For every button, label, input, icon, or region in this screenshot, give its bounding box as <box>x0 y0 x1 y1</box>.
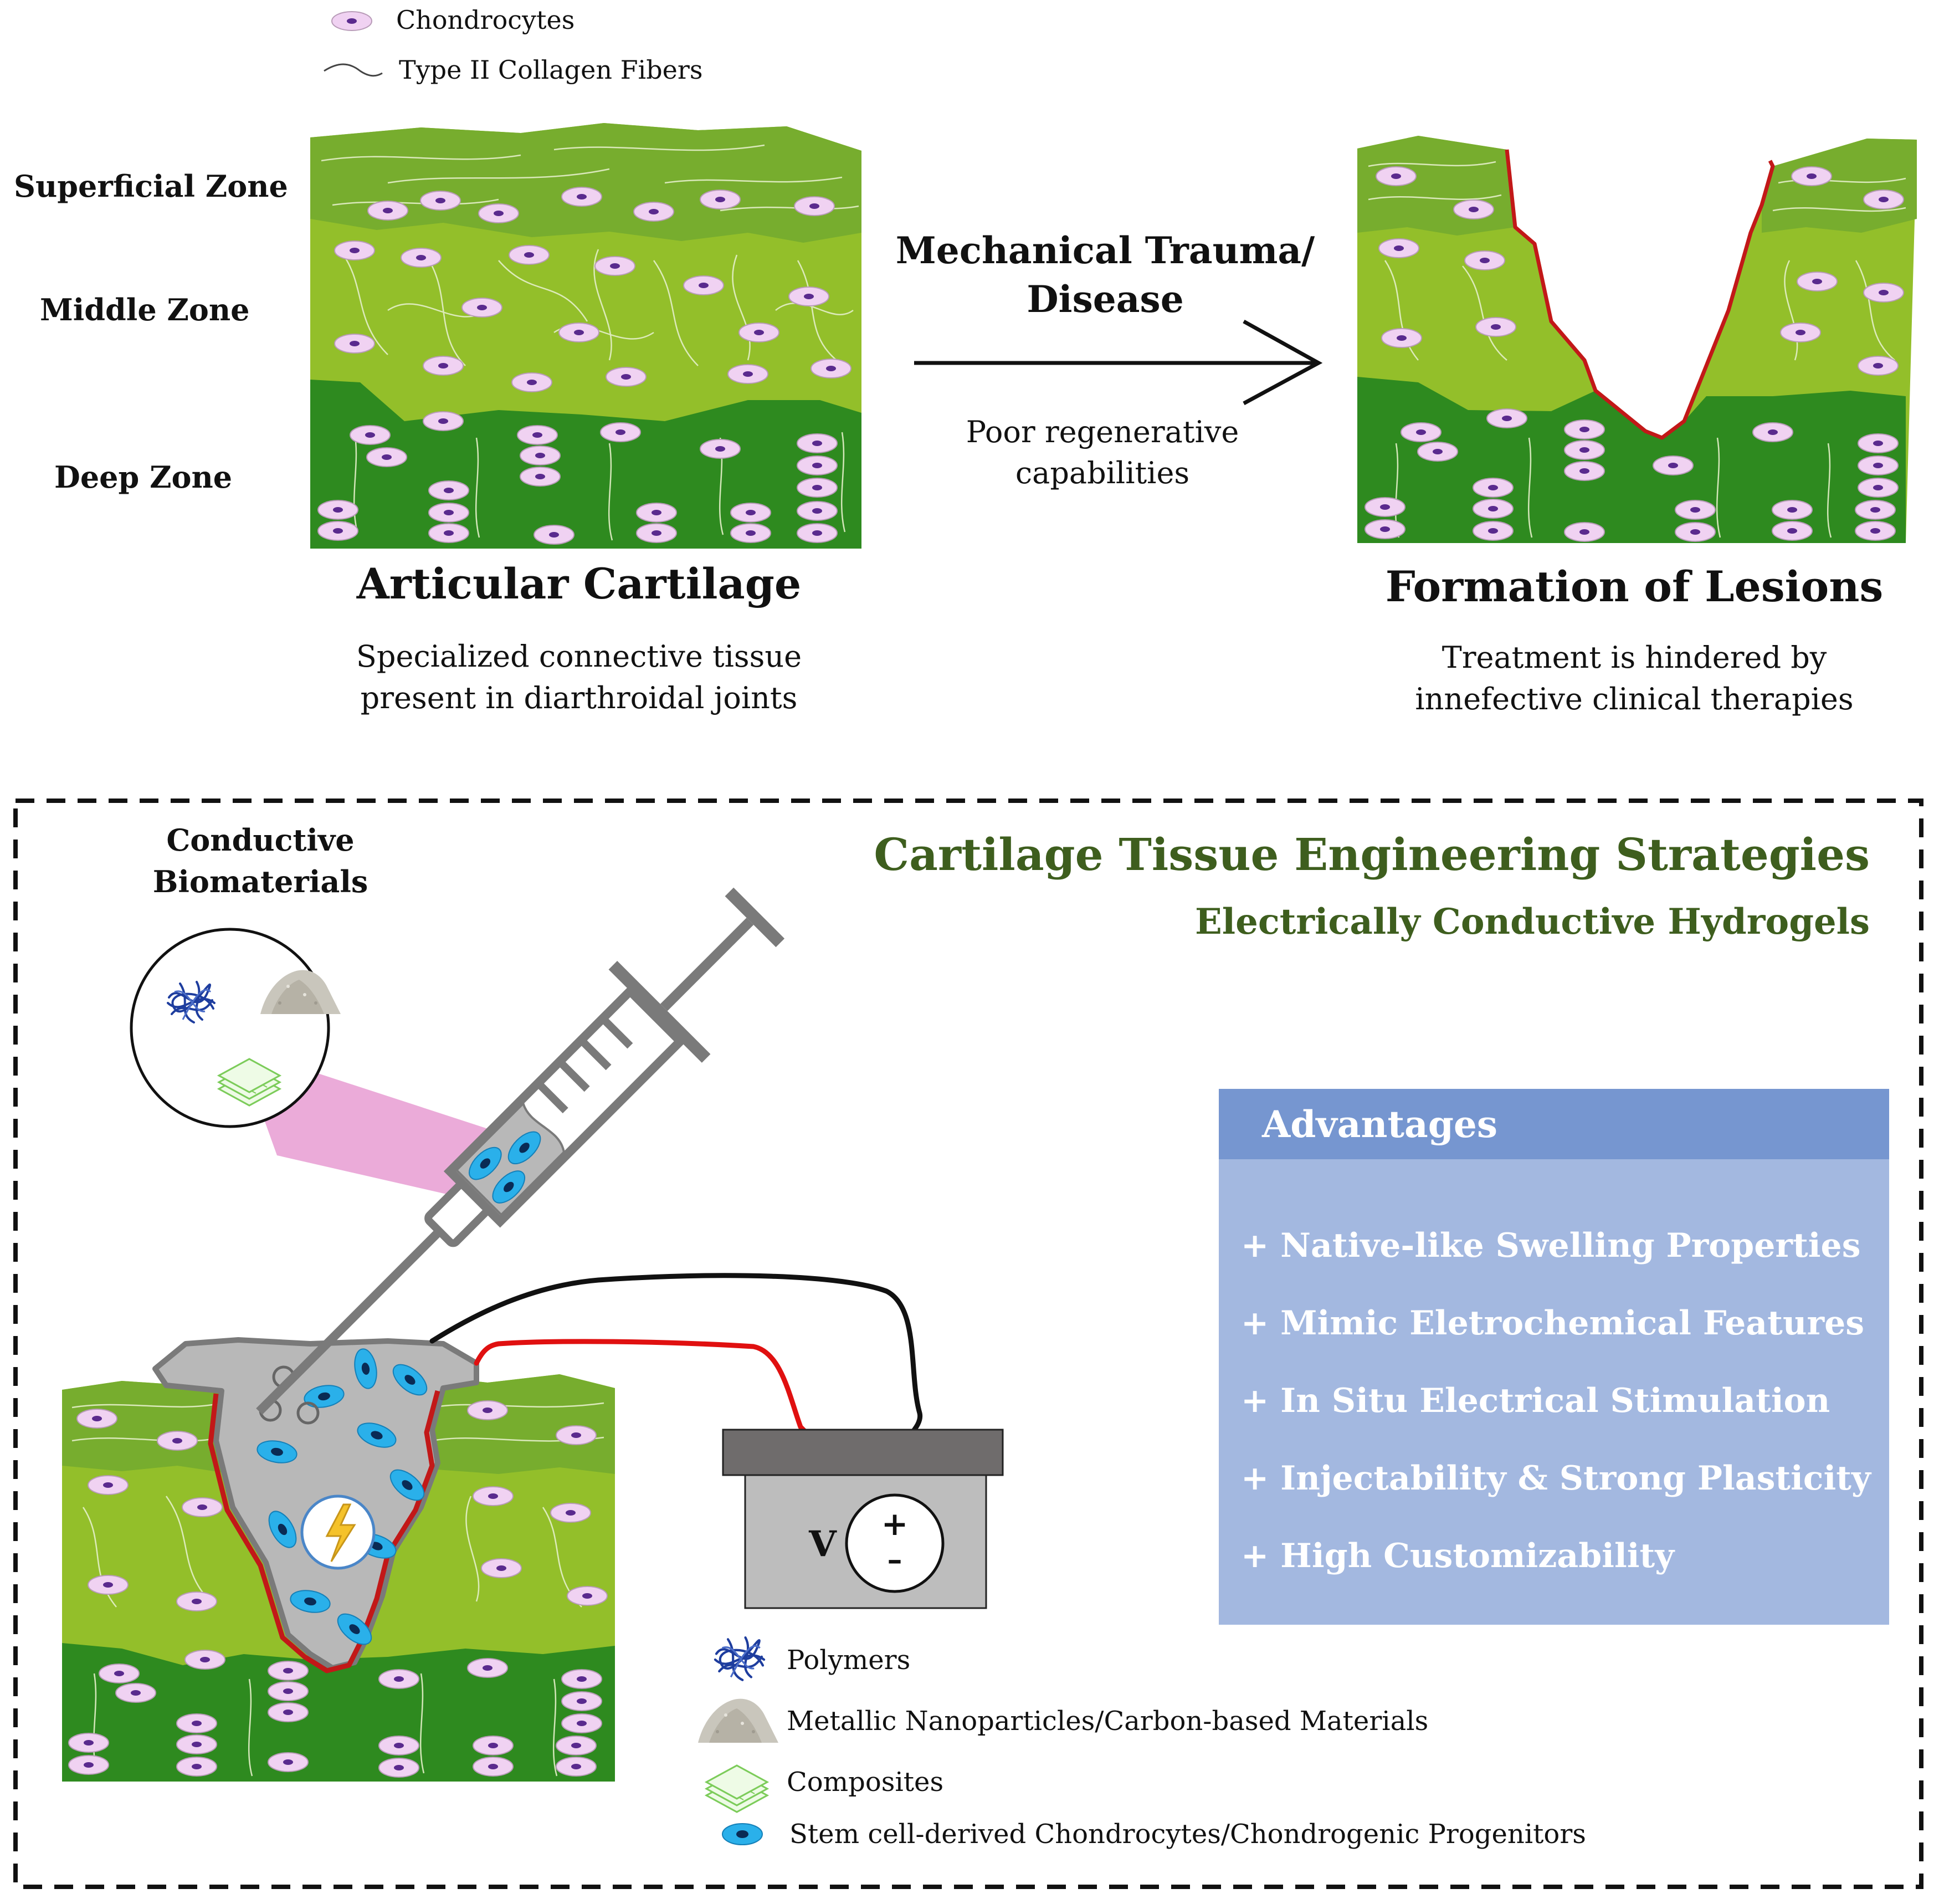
arrow-label-line1: Mechanical Trauma/ <box>896 229 1315 272</box>
syringe-plunger-head <box>725 887 785 948</box>
polymer-legend-icon <box>715 1637 764 1680</box>
battery-top <box>722 1429 1004 1476</box>
lesion-superficial-right <box>1762 139 1917 233</box>
red-wire <box>474 1339 812 1438</box>
conductive-label-line2: Biomaterials <box>153 864 368 899</box>
top-legend: Chondrocytes Type II Collagen Fibers <box>324 5 702 85</box>
battery-voltage-label: V <box>808 1523 837 1565</box>
syringe-plunger-rod <box>660 918 754 1011</box>
battery: + – V <box>722 1429 1004 1609</box>
arrow-label-line2: Disease <box>1027 278 1183 321</box>
lesion-desc-line2: innefective clinical therapies <box>1415 682 1853 716</box>
arrow-sub-line1: Poor regenerative <box>966 414 1239 449</box>
bottom-legend: Polymers Metallic Nanoparticles/Carbon-b… <box>698 1637 1586 1850</box>
treated-lesion-edge <box>208 1390 440 1673</box>
articular-desc-line1: Specialized connective tissue <box>356 639 802 674</box>
lesion-desc-line1: Treatment is hindered by <box>1442 640 1827 675</box>
articular-cartilage-title: Articular Cartilage <box>356 559 802 608</box>
lesion-title: Formation of Lesions <box>1386 562 1884 611</box>
strategies-title: Cartilage Tissue Engineering Strategies <box>874 828 1870 881</box>
legend-stem-label: Stem cell-derived Chondrocytes/Chondroge… <box>789 1819 1586 1850</box>
legend-chondrocytes-label: Chondrocytes <box>396 5 574 35</box>
deep-zone-label: Deep Zone <box>54 459 232 495</box>
advantage-item-1: + Mimic Eletrochemical Features <box>1241 1304 1864 1343</box>
stem-cell-legend-icon <box>722 1823 763 1845</box>
articular-cartilage-block <box>310 123 861 549</box>
lesion-edge <box>1505 149 1775 440</box>
advantage-item-3: + Injectability & Strong Plasticity <box>1241 1459 1872 1498</box>
conductive-label-line1: Conductive <box>166 822 354 858</box>
legend-metallic-label: Metallic Nanoparticles/Carbon-based Mate… <box>787 1706 1428 1737</box>
syringe-graduations <box>538 1018 633 1114</box>
superficial-zone-label: Superficial Zone <box>14 168 288 204</box>
advantages-box: Advantages + Native-like Swelling Proper… <box>1219 1089 1889 1625</box>
legend-collagen-label: Type II Collagen Fibers <box>399 55 702 85</box>
battery-minus: – <box>888 1542 902 1577</box>
lesion-collagen-fibers <box>1368 161 1906 538</box>
superficial-zone-layer <box>310 123 861 243</box>
magnifier-circle <box>130 928 330 1128</box>
syringe <box>256 887 785 1415</box>
strategies-subtitle: Electrically Conductive Hydrogels <box>1195 901 1870 943</box>
powder-legend-icon <box>698 1698 778 1743</box>
syringe-needle <box>256 1228 443 1415</box>
treated-cartilage-block <box>62 1337 615 1782</box>
arrow-sub-line2: capabilities <box>1015 455 1189 490</box>
legend-composites-label: Composites <box>787 1767 943 1798</box>
lesion-superficial-left <box>1357 136 1515 236</box>
advantages-body-bg <box>1219 1159 1889 1625</box>
advantage-item-2: + In Situ Electrical Stimulation <box>1241 1381 1830 1420</box>
advantages-header: Advantages <box>1261 1103 1497 1146</box>
advantage-item-4: + High Customizability <box>1241 1537 1675 1575</box>
articular-desc-line2: present in diarthroidal joints <box>361 680 798 715</box>
trauma-arrow <box>914 319 1323 406</box>
black-wire <box>429 1273 923 1441</box>
advantages-header-bg <box>1219 1089 1889 1159</box>
treated-superficial-right <box>421 1374 615 1474</box>
chondrocyte-legend-icon <box>331 11 372 31</box>
lightning-bolt-icon <box>325 1503 356 1562</box>
lesion-cartilage-block <box>1357 136 1917 543</box>
battery-terminal-circle <box>845 1493 945 1593</box>
syringe-flange <box>608 961 711 1063</box>
advantage-item-0: + Native-like Swelling Properties <box>1241 1226 1861 1265</box>
middle-zone-label: Middle Zone <box>40 292 250 327</box>
composite-legend-icon <box>705 1764 768 1813</box>
collagen-fiber-legend-icon <box>324 63 383 77</box>
battery-plus: + <box>881 1505 909 1543</box>
legend-polymers-label: Polymers <box>787 1645 910 1676</box>
strategies-panel-border <box>13 799 1923 1889</box>
treated-superficial-left <box>62 1375 233 1474</box>
